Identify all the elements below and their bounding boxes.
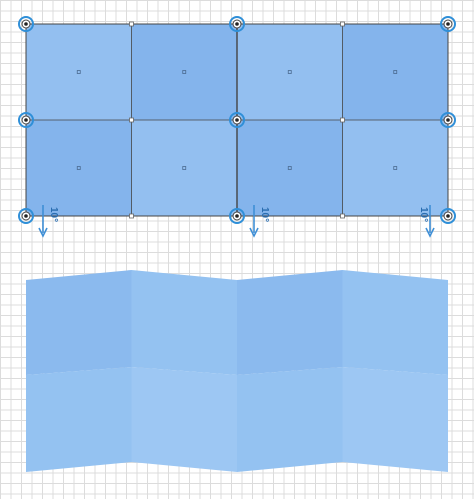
edge-handle[interactable] xyxy=(340,21,345,27)
rotation-label-right: 10° xyxy=(418,207,429,222)
edge-handle[interactable] xyxy=(129,21,134,27)
top-grid-panel[interactable] xyxy=(26,24,448,216)
handles-layer xyxy=(18,16,456,224)
corner-handle[interactable] xyxy=(18,16,34,32)
grid-tile-r1-c0[interactable] xyxy=(26,120,132,216)
folded-facet-r1-c3[interactable] xyxy=(342,367,449,472)
rotate-arrow-1[interactable] xyxy=(249,205,259,238)
tile-center-marker xyxy=(393,166,398,170)
edge-handle[interactable] xyxy=(129,213,134,219)
tile-center-marker xyxy=(287,166,292,170)
rotation-arrows xyxy=(38,205,435,238)
rotate-arrow-0[interactable] xyxy=(38,205,48,238)
folded-facet-r0-c0[interactable] xyxy=(26,270,132,375)
corner-handle[interactable] xyxy=(229,16,245,32)
corner-handle[interactable] xyxy=(229,112,245,128)
tile-center-marker xyxy=(76,166,81,170)
corner-handle[interactable] xyxy=(18,208,34,224)
tile-center-marker xyxy=(182,70,187,74)
edge-handle[interactable] xyxy=(340,213,345,219)
tile-center-marker xyxy=(76,70,81,74)
corner-handle[interactable] xyxy=(440,208,456,224)
grid-tile-r0-c3[interactable] xyxy=(342,24,449,120)
rotation-label-left: 10° xyxy=(48,207,59,222)
folded-facet-r1-c2[interactable] xyxy=(237,367,343,472)
rotate-arrow-2[interactable] xyxy=(425,205,435,238)
corner-handle[interactable] xyxy=(18,112,34,128)
grid-tile-r0-c2[interactable] xyxy=(237,24,343,120)
grid-tile-r0-c1[interactable] xyxy=(131,24,238,120)
corner-handle[interactable] xyxy=(229,208,245,224)
grid-tile-r1-c2[interactable] xyxy=(237,120,343,216)
folded-facet-r0-c1[interactable] xyxy=(131,270,238,375)
rotation-labels: 10° 10° 10° xyxy=(48,207,429,222)
tile-center-marker xyxy=(393,70,398,74)
tile-center-marker xyxy=(287,70,292,74)
corner-handle[interactable] xyxy=(440,112,456,128)
grid-tile-r1-c1[interactable] xyxy=(131,120,238,216)
corner-handle[interactable] xyxy=(440,16,456,32)
rotation-label-middle: 10° xyxy=(259,207,270,222)
folded-facet-r1-c0[interactable] xyxy=(26,367,132,472)
tile-center-marker xyxy=(182,166,187,170)
folded-facet-r0-c2[interactable] xyxy=(237,270,343,375)
edge-handle[interactable] xyxy=(340,117,345,123)
grid-tile-r0-c0[interactable] xyxy=(26,24,132,120)
grid-tile-r1-c3[interactable] xyxy=(342,120,449,216)
folded-facet-r0-c3[interactable] xyxy=(342,270,449,375)
folded-facet-r1-c1[interactable] xyxy=(131,367,238,472)
edge-handle[interactable] xyxy=(129,117,134,123)
folded-panel[interactable] xyxy=(26,270,448,472)
